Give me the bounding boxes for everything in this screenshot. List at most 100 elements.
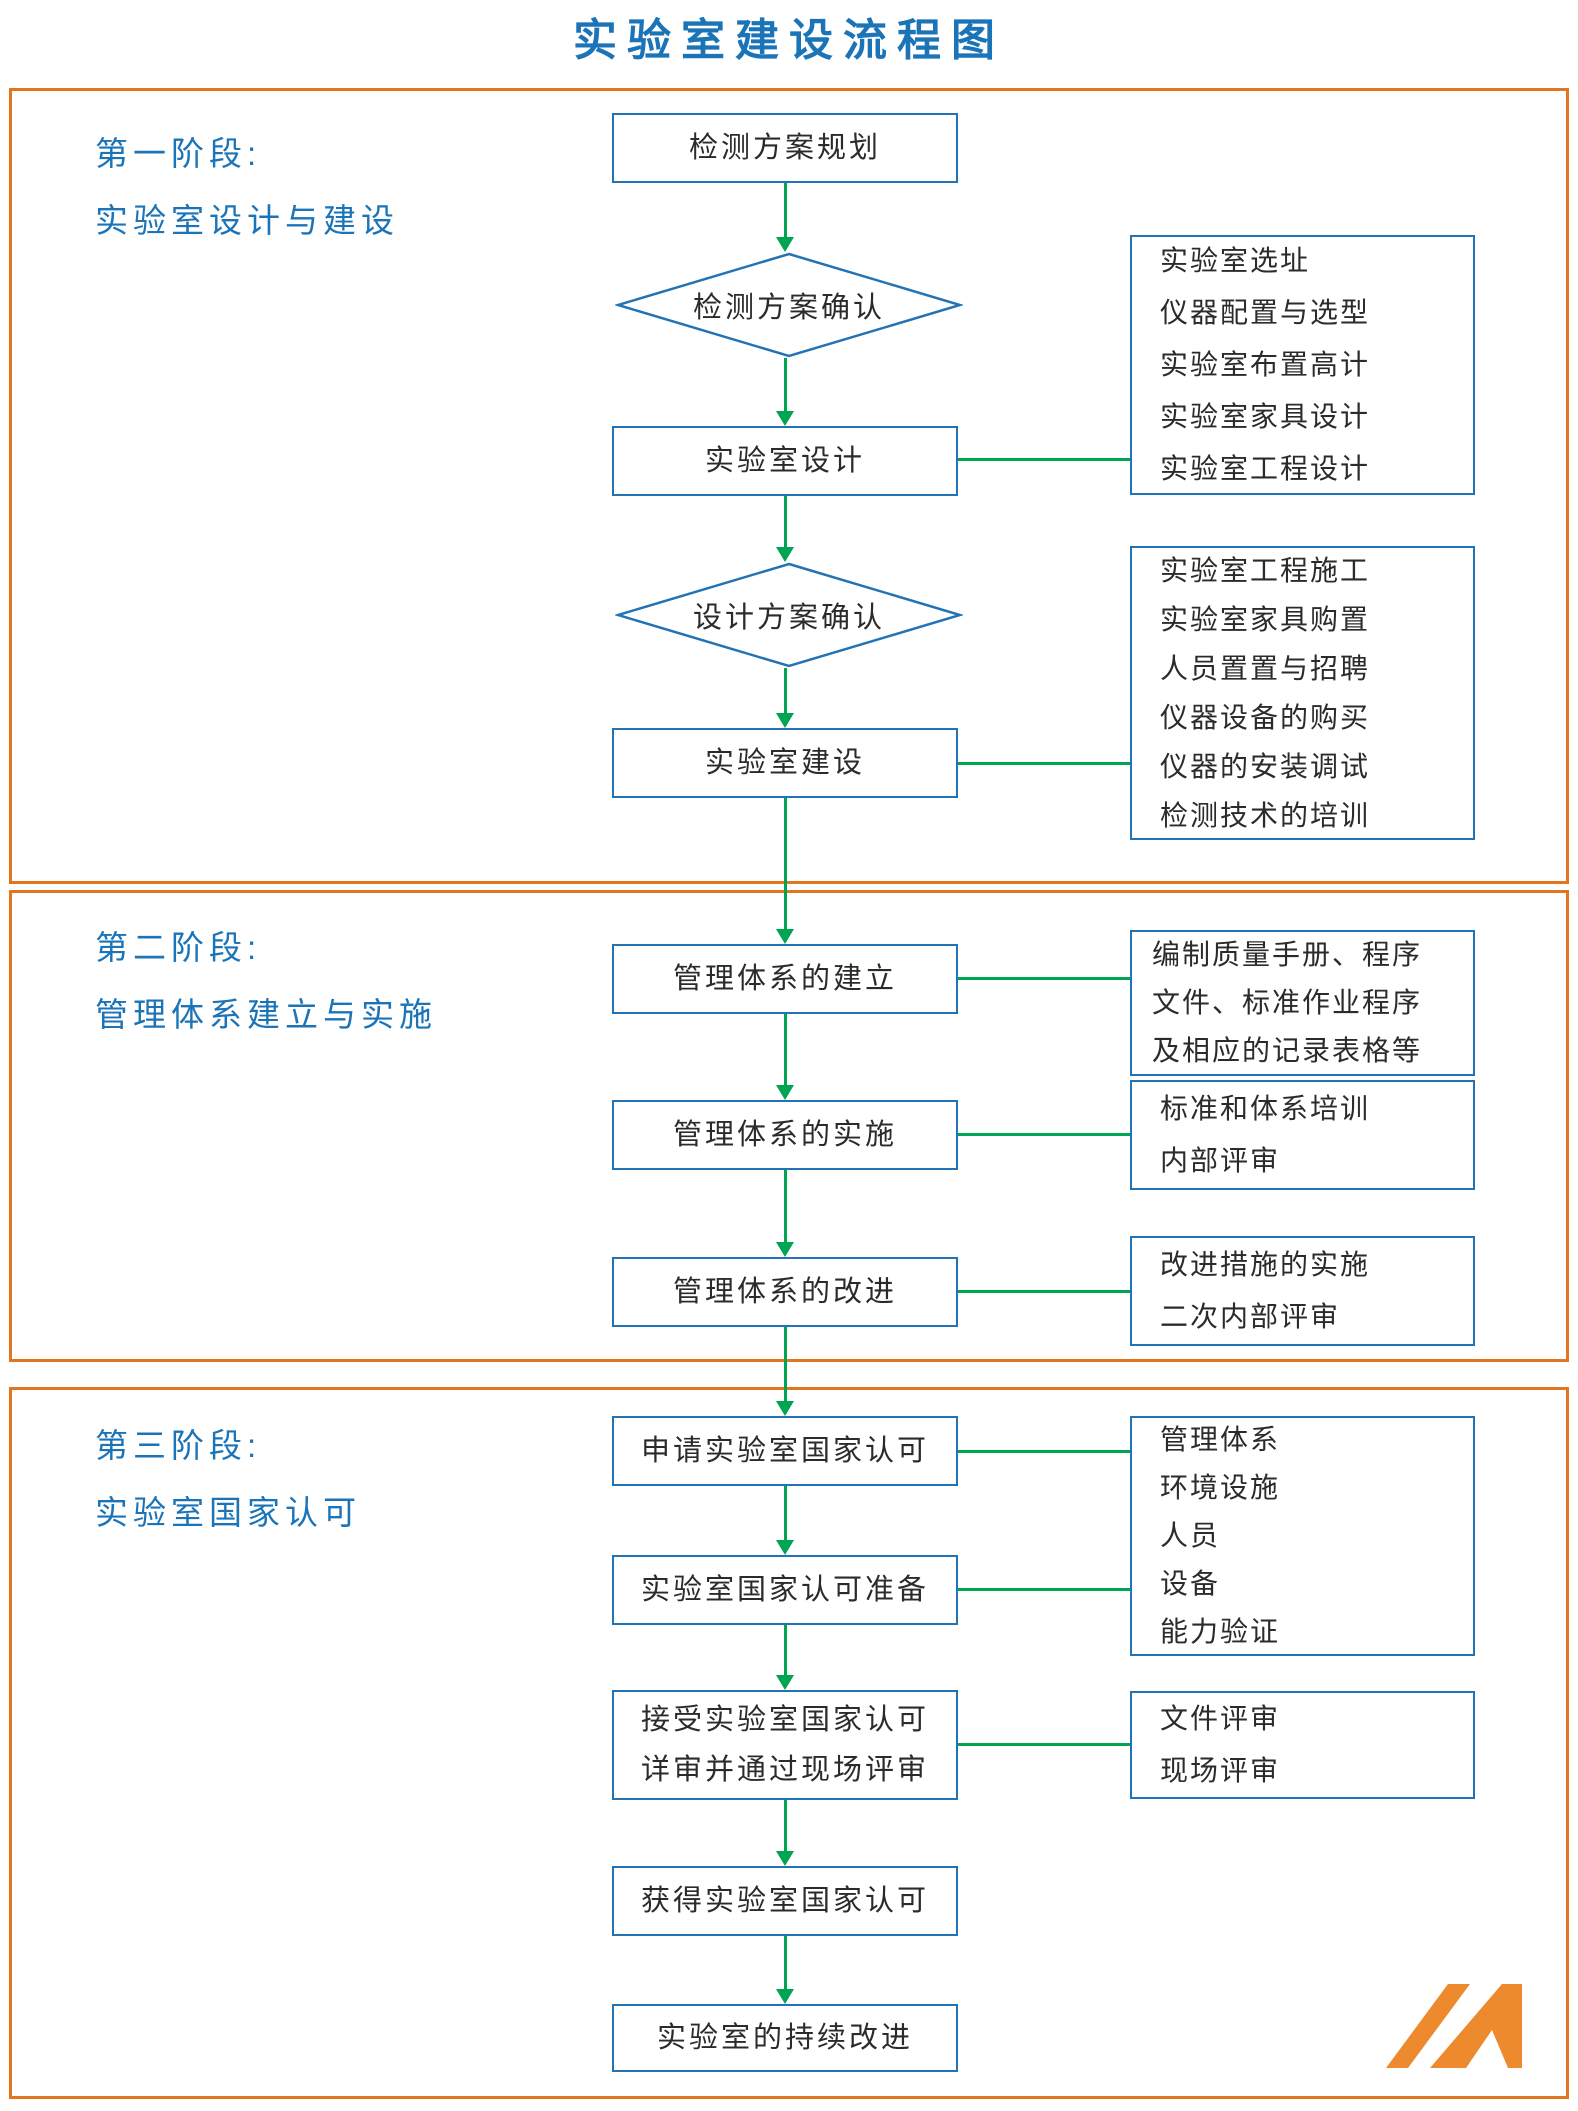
sidebox-sys-establish-details: 编制质量手册、程序 文件、标准作业程序 及相应的记录表格等	[1130, 930, 1475, 1076]
node-sys-implement-label: 管理体系的实施	[672, 1119, 897, 1151]
sidebox-line: 实验室工程施工	[1160, 555, 1371, 586]
arrow-accept-to-obtain	[784, 1800, 787, 1852]
phase-3-label: 第三阶段: 实验室国家认可	[95, 1412, 361, 1546]
arrow-prepare-to-accept	[784, 1625, 787, 1676]
sidebox-line: 实验室家具购置	[1160, 604, 1371, 635]
arrowhead	[776, 547, 794, 562]
sidebox-line: 仪器配置与选型	[1160, 297, 1371, 328]
arrowhead	[776, 1085, 794, 1100]
arrow-improve-to-apply	[784, 1327, 787, 1402]
node-prepare-label: 实验室国家认可准备	[640, 1574, 929, 1606]
phase-1-label-line2: 实验室设计与建设	[95, 202, 399, 239]
connector-design-details	[958, 458, 1130, 461]
sidebox-line: 编制质量手册、程序	[1152, 939, 1423, 970]
sidebox-line: 实验室选址	[1160, 245, 1311, 276]
arrowhead	[776, 1675, 794, 1690]
node-build-label: 实验室建设	[704, 747, 865, 779]
arrow-implement-to-improve	[784, 1170, 787, 1243]
sidebox-line: 二次内部评审	[1160, 1301, 1341, 1332]
sidebox-line: 设备	[1160, 1568, 1221, 1599]
logo-slash	[1386, 1984, 1470, 2068]
phase-2-label: 第二阶段: 管理体系建立与实施	[95, 914, 437, 1048]
connector-sys-establish-details	[958, 977, 1130, 980]
phase-1-label: 第一阶段: 实验室设计与建设	[95, 120, 399, 254]
node-design-label: 实验室设计	[704, 445, 865, 477]
sidebox-line: 及相应的记录表格等	[1152, 1035, 1423, 1066]
phase-3-label-line2: 实验室国家认可	[95, 1494, 361, 1531]
arrowhead	[776, 237, 794, 252]
arrowhead	[776, 1989, 794, 2004]
phase-3-section	[9, 1387, 1569, 2099]
node-obtain-label: 获得实验室国家认可	[640, 1885, 929, 1917]
connector-apply-accredit	[958, 1450, 1130, 1453]
sidebox-build-details: 实验室工程施工 实验室家具购置 人员置置与招聘 仪器设备的购买 仪器的安装调试 …	[1130, 546, 1475, 840]
sidebox-line: 现场评审	[1160, 1755, 1281, 1786]
node-accept-label-line1: 接受实验室国家认可	[640, 1704, 929, 1736]
node-obtain: 获得实验室国家认可	[612, 1866, 958, 1936]
arrow-obtain-to-continuous	[784, 1936, 787, 1990]
phase-3-label-line1: 第三阶段:	[95, 1427, 262, 1464]
node-sys-implement: 管理体系的实施	[612, 1100, 958, 1170]
phase-2-section	[9, 890, 1569, 1362]
node-design-confirm: 设计方案确认	[615, 562, 963, 668]
sidebox-line: 检测技术的培训	[1160, 800, 1371, 831]
sidebox-line: 管理体系	[1160, 1424, 1281, 1455]
sidebox-line: 内部评审	[1160, 1145, 1281, 1176]
sidebox-line: 实验室家具设计	[1160, 401, 1371, 432]
arrowhead	[776, 1401, 794, 1416]
sidebox-design-details: 实验室选址 仪器配置与选型 实验室布置高计 实验室家具设计 实验室工程设计	[1130, 235, 1475, 495]
company-logo-icon	[1386, 1984, 1522, 2068]
sidebox-sys-implement-details: 标准和体系培训 内部评审	[1130, 1080, 1475, 1190]
sidebox-line: 改进措施的实施	[1160, 1249, 1371, 1280]
sidebox-review-details: 文件评审 现场评审	[1130, 1691, 1475, 1799]
node-continuous-label: 实验室的持续改进	[656, 2022, 913, 2054]
sidebox-line: 人员置置与招聘	[1160, 653, 1371, 684]
phase-1-section	[9, 88, 1569, 884]
arrow-confirm-to-design	[784, 358, 787, 412]
arrow-apply-to-prepare	[784, 1486, 787, 1541]
sidebox-line: 人员	[1160, 1520, 1221, 1551]
node-sys-establish: 管理体系的建立	[612, 944, 958, 1014]
phase-2-label-line2: 管理体系建立与实施	[95, 996, 437, 1033]
page-title: 实验室建设流程图	[573, 16, 1005, 65]
node-apply-label: 申请实验室国家认可	[640, 1435, 929, 1467]
node-plan-label: 检测方案规划	[688, 132, 881, 164]
logo-m-shape	[1430, 1984, 1522, 2068]
arrowhead	[776, 1242, 794, 1257]
sidebox-line: 仪器设备的购买	[1160, 702, 1371, 733]
sidebox-accredit-elements: 管理体系 环境设施 人员 设备 能力验证	[1130, 1416, 1475, 1656]
node-prepare: 实验室国家认可准备	[612, 1555, 958, 1625]
sidebox-line: 实验室工程设计	[1160, 453, 1371, 484]
arrow-plan-to-confirm	[784, 183, 787, 238]
node-sys-establish-label: 管理体系的建立	[672, 963, 897, 995]
arrowhead	[776, 929, 794, 944]
connector-sys-implement-details	[958, 1133, 1130, 1136]
node-sys-improve-label: 管理体系的改进	[672, 1276, 897, 1308]
node-design-confirm-label: 设计方案确认	[692, 602, 885, 634]
phase-2-label-line1: 第二阶段:	[95, 929, 262, 966]
node-design: 实验室设计	[612, 426, 958, 496]
arrow-build-to-establish	[784, 798, 787, 930]
node-apply: 申请实验室国家认可	[612, 1416, 958, 1486]
node-continuous: 实验室的持续改进	[612, 2004, 958, 2072]
connector-sys-improve-details	[958, 1290, 1130, 1293]
arrowhead	[776, 713, 794, 728]
node-plan-confirm: 检测方案确认	[615, 252, 963, 358]
node-plan-confirm-label: 检测方案确认	[692, 292, 885, 324]
node-sys-improve: 管理体系的改进	[612, 1257, 958, 1327]
sidebox-sys-improve-details: 改进措施的实施 二次内部评审	[1130, 1236, 1475, 1346]
connector-prepare-accredit	[958, 1588, 1130, 1591]
arrow-design-to-confirm	[784, 496, 787, 548]
arrowhead	[776, 1851, 794, 1866]
connector-build-details	[958, 762, 1130, 765]
node-build: 实验室建设	[612, 728, 958, 798]
arrow-confirm-to-build	[784, 668, 787, 714]
node-accept-label-line2: 详审并通过现场评审	[640, 1754, 929, 1786]
node-accept: 接受实验室国家认可 详审并通过现场评审	[612, 1690, 958, 1800]
sidebox-line: 能力验证	[1160, 1616, 1281, 1647]
node-plan: 检测方案规划	[612, 113, 958, 183]
arrowhead	[776, 1540, 794, 1555]
connector-review-details	[958, 1743, 1130, 1746]
sidebox-line: 文件评审	[1160, 1703, 1281, 1734]
